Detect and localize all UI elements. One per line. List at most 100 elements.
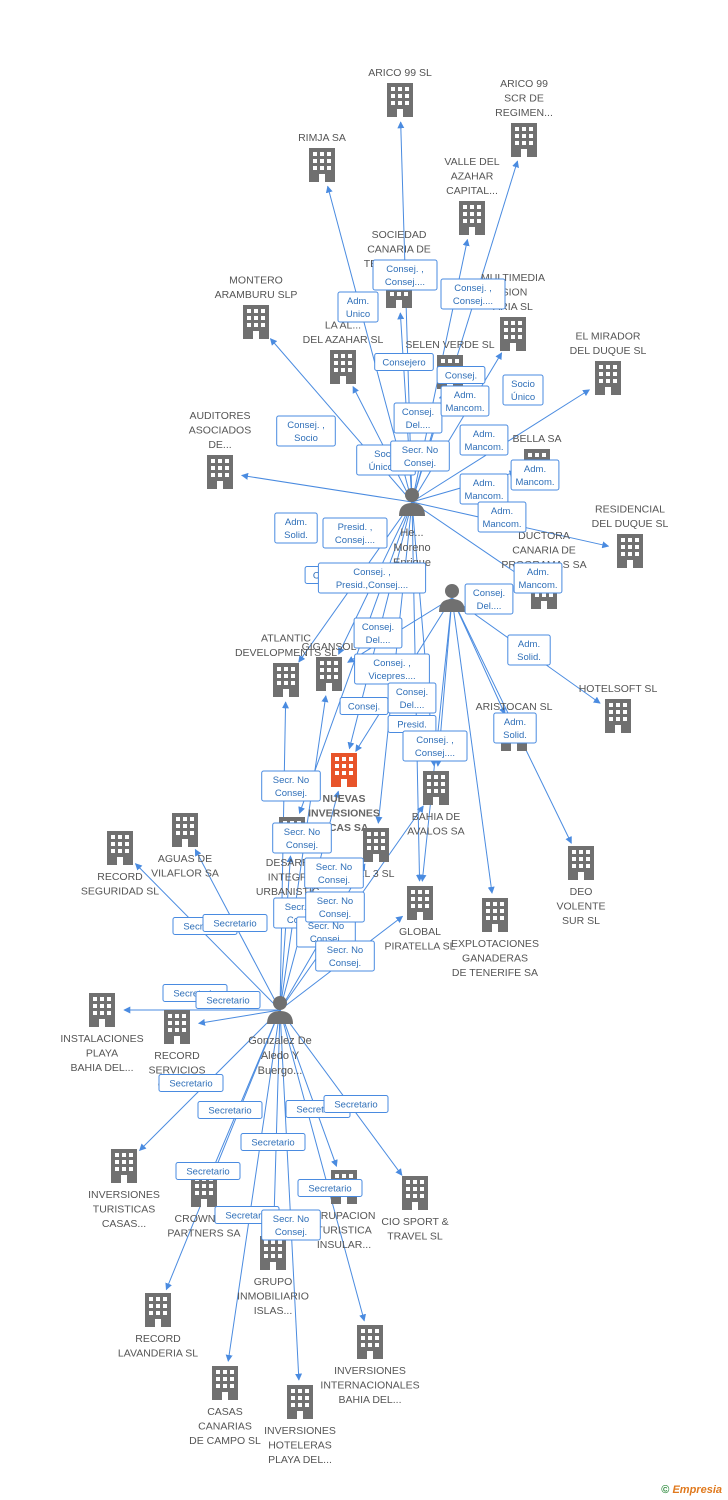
edge-role-label[interactable]: Consej. xyxy=(436,366,486,384)
edge-role-label[interactable]: Adm.Mancom. xyxy=(459,473,509,505)
company-node-hotelsoft[interactable]: HOTELSOFT SL xyxy=(579,683,658,733)
role-label-text: Secr. No xyxy=(273,1214,309,1225)
role-label-text: Adm. xyxy=(454,390,476,401)
edge-role-label[interactable]: Secretario xyxy=(240,1133,306,1151)
edge-role-label[interactable]: Consej. ,Vicepres.... xyxy=(354,653,430,685)
company-node-aristocan[interactable]: ARISTOCAN SL xyxy=(476,701,553,751)
company-label: SEGURIDAD SL xyxy=(81,886,159,898)
edge-role-label[interactable]: Adm.Solid. xyxy=(507,634,551,666)
role-label-box xyxy=(323,1095,389,1113)
company-node-auditores[interactable]: AUDITORESASOCIADOSDE... xyxy=(189,410,251,489)
company-node-el3[interactable]: EL 3 SL xyxy=(358,828,395,880)
edge-role-label[interactable]: Presid. ,Consej.... xyxy=(322,517,388,549)
edge-role-label[interactable]: Adm.Mancom. xyxy=(459,424,509,456)
role-label-box xyxy=(464,583,514,615)
building-icon xyxy=(459,201,485,235)
company-node-rimja[interactable]: RIMJA SA xyxy=(298,132,346,182)
edge-role-label[interactable]: Consej. ,Consej.... xyxy=(372,259,438,291)
role-label-box xyxy=(402,730,468,762)
edge-role-label[interactable]: Consej. ,Consej.... xyxy=(440,278,506,310)
company-label: CASAS xyxy=(207,1406,243,1418)
edge-role-label[interactable]: Secretario xyxy=(202,914,268,932)
company-node-grupoinmob[interactable]: GRUPOINMOBILIARIOISLAS... xyxy=(237,1236,309,1317)
company-label: ARICO 99 SL xyxy=(368,67,432,79)
company-label: RECORD xyxy=(97,871,143,883)
company-node-valle[interactable]: VALLE DELAZAHARCAPITAL... xyxy=(444,156,500,235)
edge-role-label[interactable]: Secretario xyxy=(197,1101,263,1119)
edge-role-label[interactable]: Adm.Solid. xyxy=(493,712,537,744)
company-node-gigansol[interactable]: GIGANSOL xyxy=(302,641,357,691)
edge-gonzalez-casas xyxy=(225,1009,281,1362)
role-label-box xyxy=(240,1133,306,1151)
edge-role-label[interactable]: Consej.Del.... xyxy=(393,402,443,434)
edge-role-label[interactable]: Consej. ,Socio xyxy=(276,415,336,447)
edge-role-label[interactable]: Consej.Del.... xyxy=(464,583,514,615)
edge-role-label[interactable]: Consejero xyxy=(374,353,434,371)
role-label-text: Del.... xyxy=(406,420,431,431)
company-node-recordseg[interactable]: RECORD SEGURIDAD SL xyxy=(81,831,159,898)
edge-role-label[interactable]: Consej.Del.... xyxy=(387,682,437,714)
edge-role-label[interactable]: Adm.Mancom. xyxy=(440,385,490,417)
edge-role-label[interactable]: Secretario xyxy=(297,1179,363,1197)
edge-role-label[interactable]: Secretario xyxy=(175,1162,241,1180)
edge-role-label[interactable]: Consej. ,Consej.... xyxy=(402,730,468,762)
edge-role-label[interactable]: Secretario xyxy=(158,1074,224,1092)
role-label-text: Del.... xyxy=(366,635,391,646)
edge-role-label[interactable]: Adm.Mancom. xyxy=(510,459,560,491)
company-label: PIRATELLA SL xyxy=(384,941,455,953)
person-node-person2[interactable] xyxy=(439,584,465,612)
company-label: REGIMEN... xyxy=(495,107,553,119)
edge-role-label[interactable]: Adm.Solid. xyxy=(274,512,318,544)
company-node-arico99sl[interactable]: ARICO 99 SL xyxy=(368,67,432,117)
edge-role-label[interactable]: Secretario xyxy=(195,991,261,1009)
edge-role-label[interactable]: Consej.Del.... xyxy=(353,617,403,649)
edge-role-label[interactable]: Secretario xyxy=(323,1095,389,1113)
edge-role-label[interactable]: Adm.Mancom. xyxy=(477,501,527,533)
company-node-invturisticas[interactable]: INVERSIONESTURISTICASCASAS... xyxy=(88,1149,160,1230)
company-node-grupacion[interactable]: GRUPACIONTURISTICAINSULAR... xyxy=(313,1170,376,1251)
role-label-text: Socio xyxy=(511,379,535,390)
edge-role-label[interactable]: Consej. xyxy=(339,697,389,715)
role-label-text: Secr. No xyxy=(273,775,309,786)
role-label-text: Consej.... xyxy=(335,535,375,546)
company-node-selen[interactable]: SELEN VERDE SL xyxy=(405,339,495,389)
company-node-bella[interactable]: BELLA SA xyxy=(512,433,562,483)
role-label-text: Presid. xyxy=(397,720,427,731)
role-label-text: Secretario xyxy=(213,919,256,930)
edge-role-label[interactable]: Consej. ,Presid.,Consej.... xyxy=(317,562,427,594)
company-node-ciosport[interactable]: CIO SPORT &TRAVEL SL xyxy=(381,1176,449,1243)
role-label-box xyxy=(393,402,443,434)
role-label-text: Consej. xyxy=(329,958,361,969)
company-label: INMOBILIARIO xyxy=(237,1291,309,1303)
company-label: GANADERAS xyxy=(462,953,528,965)
edge-role-label[interactable]: Adm.Mancom. xyxy=(513,562,563,594)
edge-role-label[interactable]: Adm.Unico xyxy=(337,291,379,323)
edge-role-label[interactable]: Presid. xyxy=(387,715,437,733)
